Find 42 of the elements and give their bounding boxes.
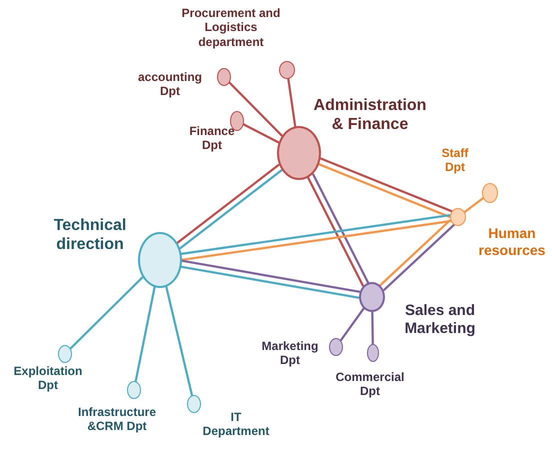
node-circle <box>329 338 343 356</box>
connector-line <box>180 214 451 255</box>
node-label: Human resources <box>478 225 546 259</box>
node-label: Exploitation Dpt <box>12 364 84 393</box>
node-label: Marketing Dpt <box>260 339 320 368</box>
node-circle <box>367 344 379 362</box>
node-label: Commercial Dpt <box>334 370 406 399</box>
node-circle <box>450 208 466 226</box>
node-circle <box>187 395 201 413</box>
connector-line <box>312 174 370 284</box>
node-label: Administration & Finance <box>312 96 428 134</box>
connector-line <box>340 307 365 342</box>
connector-line <box>242 123 280 144</box>
connector-line <box>318 163 450 218</box>
node-label: Infrastructure &CRM Dpt <box>76 405 158 434</box>
connector-line <box>180 266 360 299</box>
node-circle <box>277 126 321 180</box>
connector-line <box>371 310 374 346</box>
node-circle <box>138 232 182 288</box>
node-label: IT Department <box>202 410 270 439</box>
node-label: Finance Dpt <box>188 124 236 153</box>
connector-line <box>165 286 194 396</box>
connector-line <box>464 197 484 214</box>
connector-line <box>306 176 364 286</box>
connector-line <box>69 276 144 350</box>
node-label: Staff Dpt <box>440 146 470 175</box>
node-label: Sales and Marketing <box>404 302 476 338</box>
node-label: Procurement and Logistics department <box>180 6 282 50</box>
node-circle <box>279 61 295 79</box>
node-circle <box>58 345 72 363</box>
connector-line <box>287 78 296 128</box>
node-label: accounting Dpt <box>136 70 203 99</box>
node-label: Technical direction <box>52 216 128 254</box>
node-circle <box>359 282 385 312</box>
connector-line <box>181 260 361 293</box>
connector-line <box>134 286 156 382</box>
connector-line <box>228 82 284 137</box>
connector-line <box>181 220 452 261</box>
connector-line <box>320 158 453 212</box>
node-circle <box>127 381 141 399</box>
node-circle <box>482 183 498 203</box>
node-circle <box>217 68 231 86</box>
